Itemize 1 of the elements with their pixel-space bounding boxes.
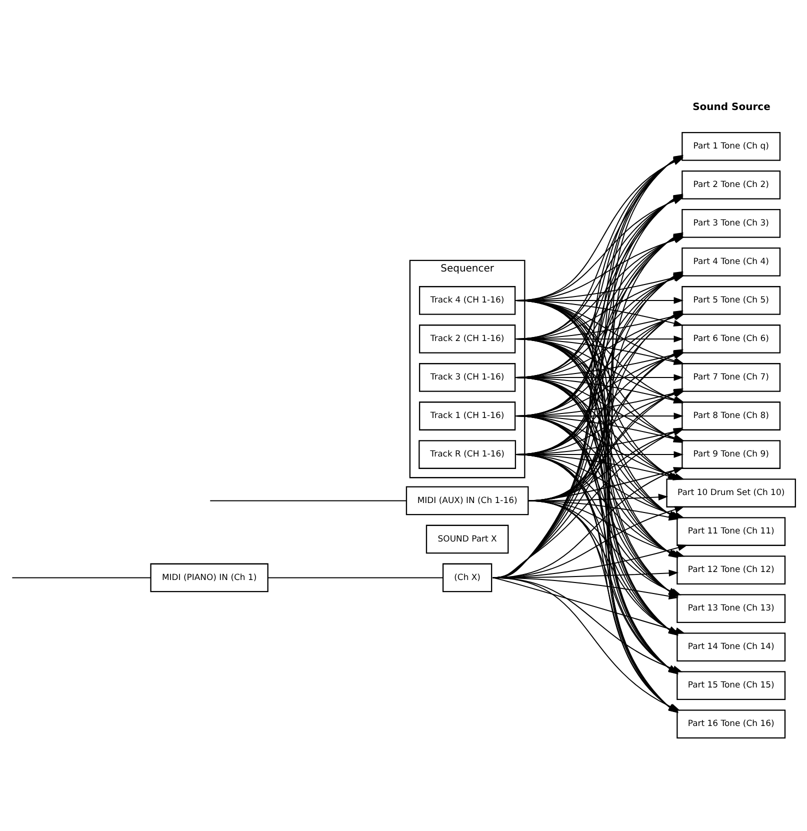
label: Sound Source — [692, 101, 770, 112]
